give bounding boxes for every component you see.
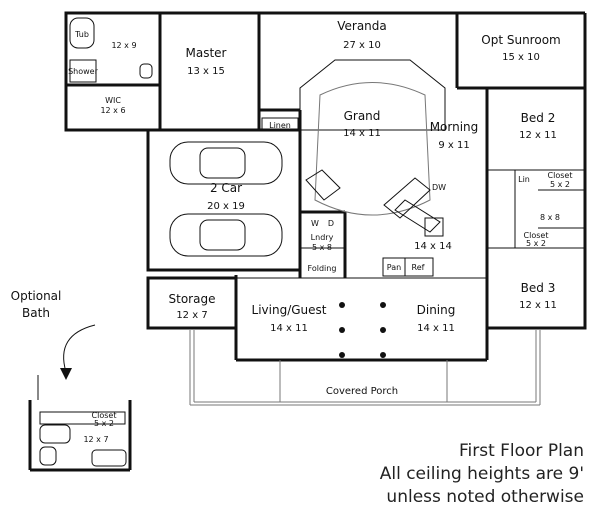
room-label-bed2: Bed 2 (521, 111, 556, 125)
bay-window (299, 59, 446, 131)
room-label-living: Living/Guest (252, 303, 327, 317)
room-size-closet-a: 5 x 2 (550, 180, 570, 189)
room-label-pan: Pan (387, 263, 401, 272)
caption-line-2: All ceiling heights are 9' (379, 464, 584, 484)
optional-bath-inset (28, 375, 132, 472)
caption-line-1: First Floor Plan (458, 441, 584, 461)
room-label-garage: 2 Car (210, 181, 242, 195)
porch-railing (189, 330, 541, 406)
room-label-w: W (311, 219, 319, 228)
caption-line-3: unless noted otherwise (386, 487, 584, 507)
room-label-laundry: Lndry (311, 233, 334, 242)
room-label-closet-b: Closet (524, 231, 549, 240)
room-size-storage: 12 x 7 (176, 310, 207, 321)
room-label-lin: Lin (518, 175, 530, 184)
car-bottom (169, 213, 283, 257)
room-label-dw: DW (432, 183, 446, 192)
room-size-living: 14 x 11 (270, 323, 308, 334)
room-label-grand: Grand (344, 109, 381, 123)
room-size-bath: 12 x 9 (111, 41, 136, 50)
shower (69, 59, 97, 83)
room-size-bath2: 8 x 8 (540, 213, 560, 222)
room-label-bed3: Bed 3 (521, 281, 556, 295)
optional-bath-label-1: Optional (11, 289, 62, 303)
room-label-folding: Folding (308, 264, 337, 273)
toilet (139, 63, 153, 79)
fireplace (305, 169, 341, 201)
bathtub (69, 17, 95, 49)
room-size-veranda: 27 x 10 (343, 40, 381, 51)
optional-bath-closet-size: 5 x 2 (94, 419, 114, 428)
room-size-laundry: 5 x 8 (312, 243, 332, 252)
room-label-veranda: Veranda (337, 19, 387, 33)
optional-bath-label-2: Bath (22, 306, 50, 320)
room-size-morning: 9 x 11 (438, 140, 469, 151)
room-label-tub: Tub (74, 30, 89, 39)
room-size-bed2: 12 x 11 (519, 130, 557, 141)
car-top (169, 141, 283, 185)
room-label-ref: Ref (412, 263, 425, 272)
plan-caption: First Floor Plan All ceiling heights are… (380, 440, 584, 509)
room-size-closet-b: 5 x 2 (526, 239, 546, 248)
room-size-garage: 20 x 19 (207, 201, 245, 212)
room-label-morning: Morning (430, 120, 479, 134)
columns (339, 302, 386, 358)
room-label-shower: Shower (68, 67, 99, 76)
kitchen-island (383, 177, 444, 237)
room-size-dining: 14 x 11 (417, 323, 455, 334)
optional-bath-arrow (63, 324, 96, 373)
room-label-porch: Covered Porch (326, 386, 398, 397)
room-label-dining: Dining (417, 303, 456, 317)
exterior-walls (64, 11, 587, 362)
room-label-closet-a: Closet (548, 171, 573, 180)
room-label-master: Master (186, 46, 227, 60)
room-size-grand: 14 x 11 (343, 128, 381, 139)
optional-bath-size: 12 x 7 (83, 435, 108, 444)
room-size-bed3: 12 x 11 (519, 300, 557, 311)
room-label-sunroom: Opt Sunroom (481, 33, 560, 47)
room-size-master: 13 x 15 (187, 66, 225, 77)
room-size-wic: 12 x 6 (100, 106, 125, 115)
optional-bath-closet-label: Closet (92, 411, 117, 420)
room-size-kitchen: 14 x 14 (414, 241, 452, 252)
arrow-head-icon (60, 368, 72, 380)
room-label-storage: Storage (169, 292, 216, 306)
room-label-linen: Linen (269, 121, 291, 130)
room-label-wic: WIC (105, 96, 121, 105)
room-size-sunroom: 15 x 10 (502, 52, 540, 63)
room-label-d: D (328, 219, 334, 228)
